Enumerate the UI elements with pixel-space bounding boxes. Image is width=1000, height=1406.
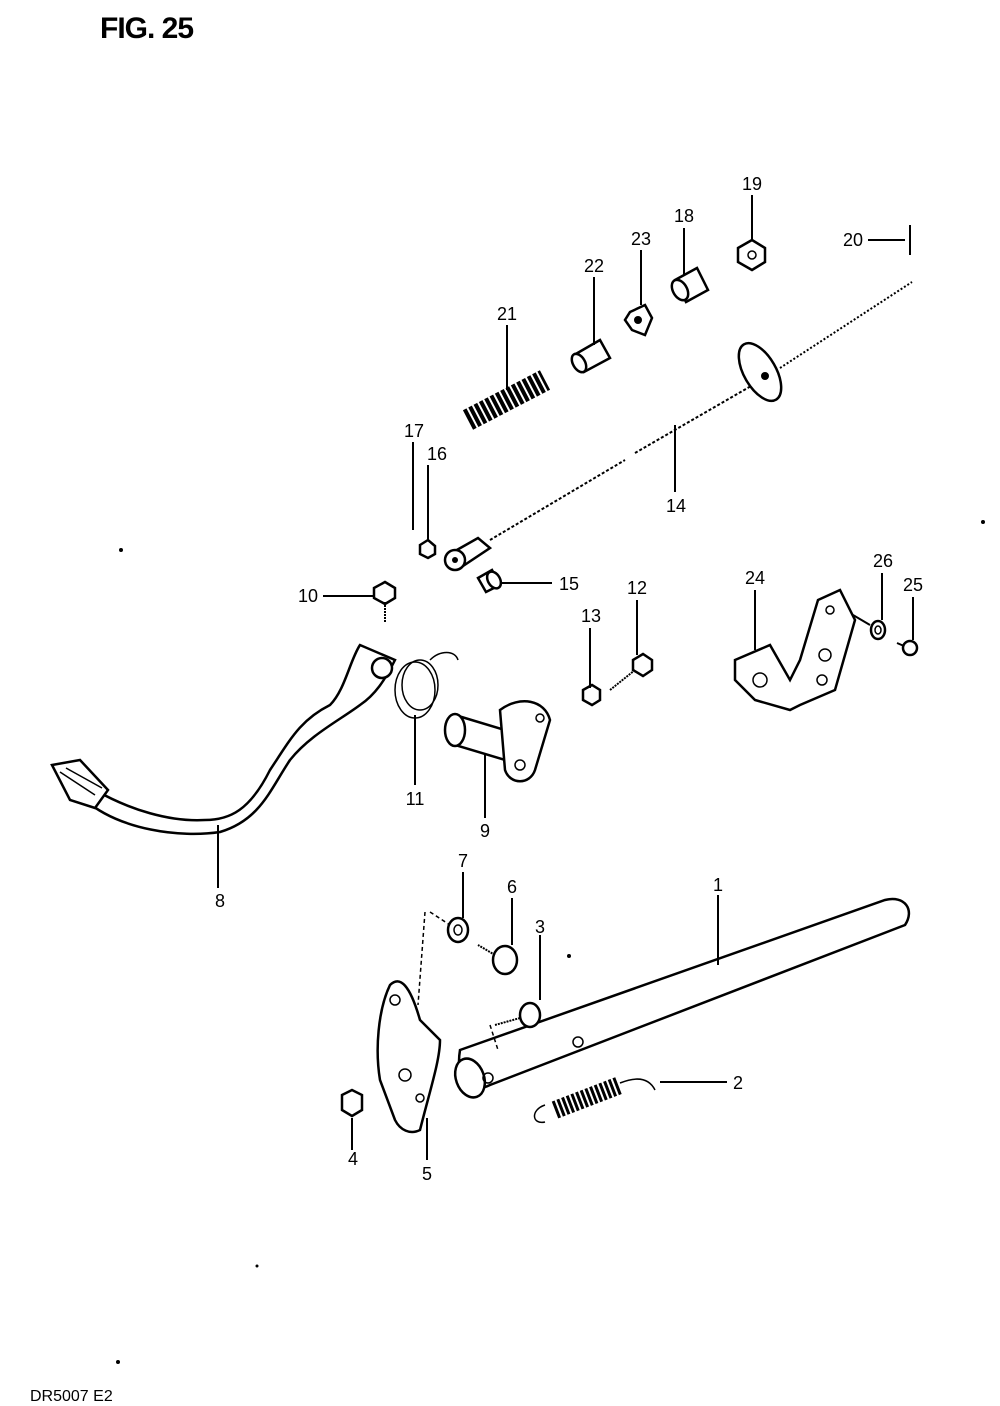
rod-spring: [462, 370, 551, 430]
callout-17: 17: [404, 421, 424, 441]
rod-joint: [623, 303, 654, 337]
bracket-washer: [869, 619, 887, 641]
callout-26: 26: [873, 551, 893, 571]
bracket-pivot-bolt: [477, 944, 519, 976]
stand-bolt: [494, 1001, 542, 1029]
callout-25: 25: [903, 575, 923, 595]
callout-12: 12: [627, 578, 647, 598]
scan-specks: [116, 520, 985, 1364]
callout-16: 16: [427, 444, 447, 464]
callout-4: 4: [348, 1149, 358, 1169]
brake-pedal: [50, 643, 397, 836]
clevis-pin: [476, 568, 503, 594]
callout-24: 24: [745, 568, 765, 588]
callout-3: 3: [535, 917, 545, 937]
figure-code: DR5007 E2: [30, 1388, 113, 1405]
stand-bracket: [376, 980, 442, 1134]
callout-20: 20: [843, 230, 863, 250]
leader-lines: [217, 195, 914, 1160]
callout-19: 19: [742, 174, 762, 194]
side-stand: [453, 897, 911, 1099]
stand-nut: [340, 1088, 364, 1118]
callout-7: 7: [458, 851, 468, 871]
return-spring: [394, 651, 459, 719]
callout-2: 2: [733, 1073, 743, 1093]
stand-spring: [533, 1076, 656, 1124]
pedal-bolt: [372, 580, 397, 622]
figure-title: FIG. 25: [100, 12, 194, 45]
callout-22: 22: [584, 256, 604, 276]
small-nut: [418, 538, 437, 560]
adjuster-nut: [736, 238, 767, 272]
callout-23: 23: [631, 229, 651, 249]
callout-8: 8: [215, 891, 225, 911]
callout-labels: 1 2 3 4 5 6 7 8 9 10 11 12 13 14 15 16 1…: [215, 174, 923, 1184]
callout-9: 9: [480, 821, 490, 841]
brake-shaft: [443, 700, 552, 783]
bracket-bolt: [609, 652, 654, 691]
callout-1: 1: [713, 875, 723, 895]
bracket-nut: [581, 683, 602, 707]
callout-5: 5: [422, 1164, 432, 1184]
adjuster-pin: [670, 266, 710, 304]
bracket-screw: [896, 639, 919, 657]
brake-rod: [443, 281, 913, 572]
collar: [570, 338, 612, 374]
callout-15: 15: [559, 574, 579, 594]
pivot-washer: [446, 916, 470, 944]
callout-6: 6: [507, 877, 517, 897]
callout-13: 13: [581, 606, 601, 626]
callout-10: 10: [298, 586, 318, 606]
callout-18: 18: [674, 206, 694, 226]
callout-11: 11: [406, 789, 425, 809]
callout-14: 14: [666, 496, 686, 516]
pedal-bracket: [733, 588, 857, 712]
callout-21: 21: [497, 304, 517, 324]
